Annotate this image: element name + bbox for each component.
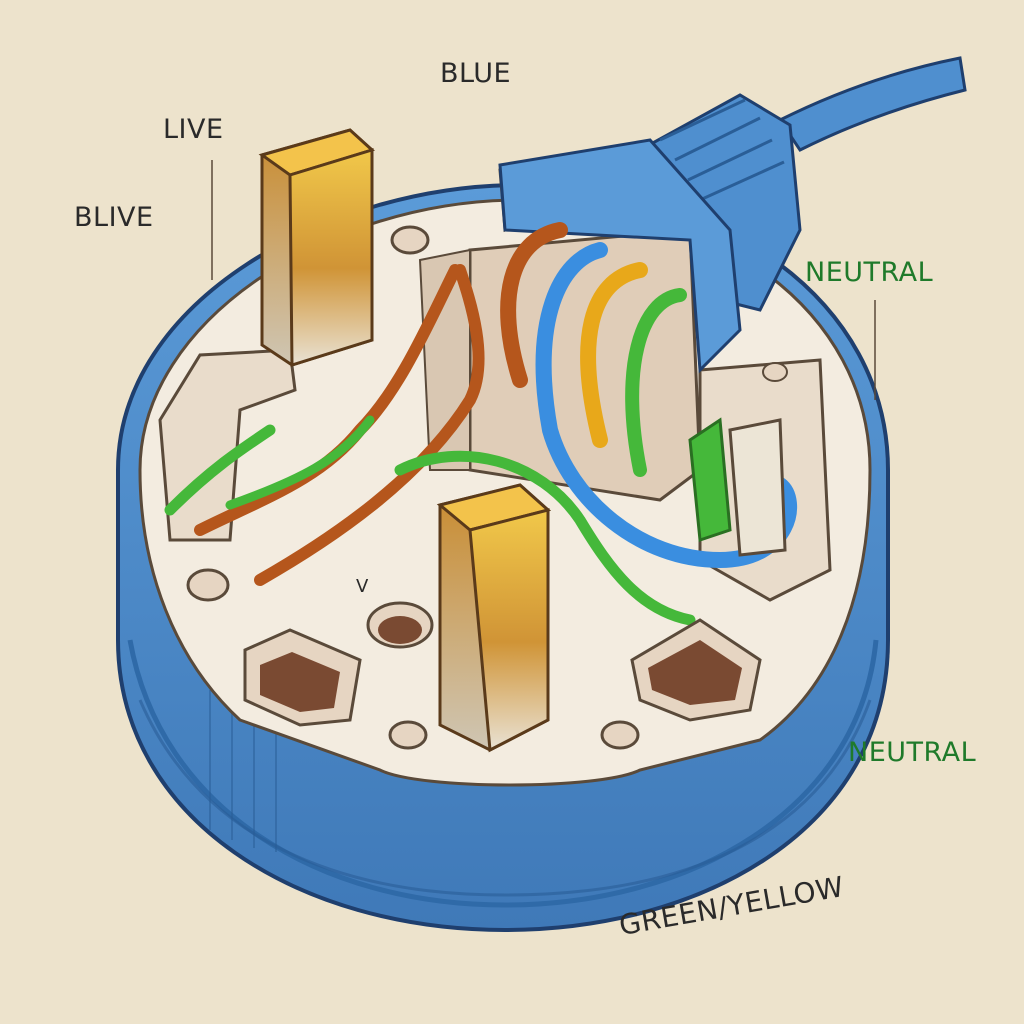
label-neutral-bottom: NEUTRAL <box>848 737 977 768</box>
label-small-mark: V <box>356 576 369 597</box>
pin-earth <box>436 483 552 753</box>
label-blue: BLUE <box>440 58 512 89</box>
socket-holes <box>186 225 788 750</box>
cable-grip <box>498 56 967 374</box>
pin-live <box>258 128 375 368</box>
label-live: LIVE <box>163 114 224 145</box>
leader-lines <box>211 160 876 400</box>
label-neutral-top: NEUTRAL <box>805 257 934 288</box>
wires <box>164 222 798 626</box>
label-blive: BLIVE <box>74 202 154 233</box>
